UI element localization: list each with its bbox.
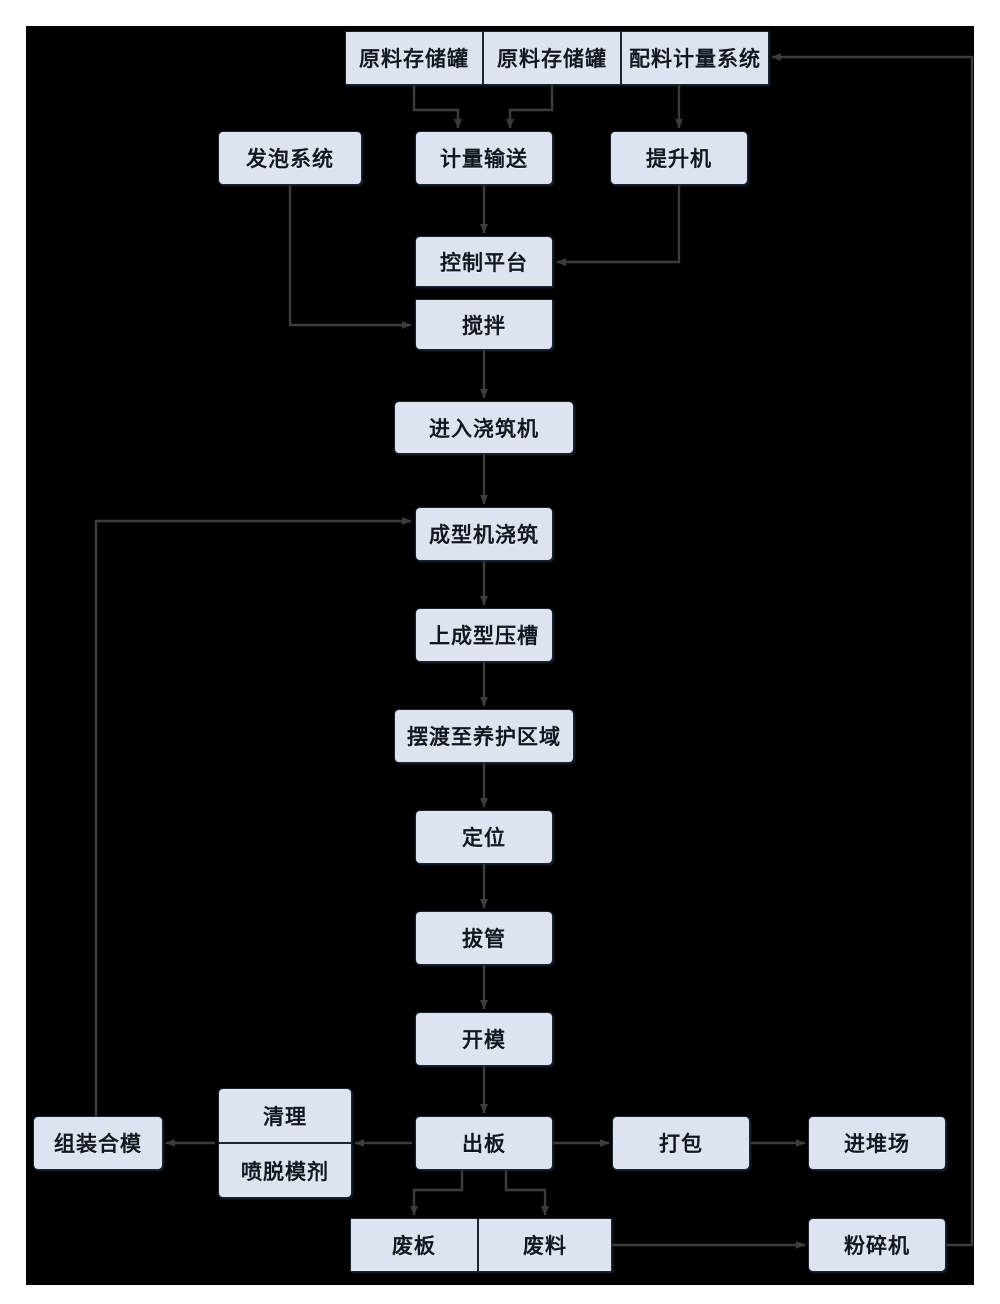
node-raw-material-tank-2[interactable]: 原料存储罐: [483, 31, 621, 85]
node-label: 发泡系统: [246, 147, 334, 171]
node-packing[interactable]: 打包: [612, 1116, 750, 1170]
node-label: 搅拌: [462, 313, 506, 338]
node-control-platform[interactable]: 控制平台: [415, 236, 553, 287]
node-upper-forming-groove-press[interactable]: 上成型压槽: [415, 608, 553, 662]
node-label: 拔管: [462, 927, 506, 951]
node-label: 原料存储罐: [359, 47, 469, 71]
node-batching-metering-system[interactable]: 配料计量系统: [621, 31, 769, 85]
node-label: 喷脱模剂: [241, 1159, 329, 1184]
node-label: 废板: [392, 1234, 436, 1258]
node-label: 提升机: [646, 147, 712, 171]
node-label: 成型机浇筑: [429, 523, 539, 547]
node-enter-stockyard[interactable]: 进堆场: [808, 1116, 946, 1170]
node-raw-material-tank-1[interactable]: 原料存储罐: [345, 31, 483, 85]
node-label: 组装合模: [54, 1132, 142, 1156]
node-label: 出板: [462, 1132, 506, 1156]
node-demolding[interactable]: 开模: [415, 1012, 553, 1066]
node-waste-material[interactable]: 废料: [478, 1218, 612, 1272]
node-forming-machine-casting[interactable]: 成型机浇筑: [415, 507, 553, 561]
node-label: 控制平台: [440, 250, 528, 275]
node-assemble-mold[interactable]: 组装合模: [33, 1116, 163, 1170]
node-label: 定位: [462, 826, 506, 850]
node-enter-casting-machine[interactable]: 进入浇筑机: [394, 401, 574, 454]
node-elevator[interactable]: 提升机: [610, 131, 748, 185]
node-spray-release-agent[interactable]: 喷脱模剂: [218, 1143, 352, 1198]
node-label: 上成型压槽: [429, 624, 539, 648]
node-board-output[interactable]: 出板: [415, 1116, 553, 1170]
node-foaming-system[interactable]: 发泡系统: [218, 131, 362, 185]
node-pipe-pulling[interactable]: 拔管: [415, 911, 553, 965]
node-label: 原料存储罐: [497, 47, 607, 71]
node-label: 配料计量系统: [629, 47, 761, 71]
node-label: 打包: [659, 1132, 703, 1156]
node-crusher[interactable]: 粉碎机: [808, 1218, 946, 1272]
node-label: 清理: [263, 1104, 307, 1129]
node-label: 开模: [462, 1028, 506, 1052]
node-label: 粉碎机: [844, 1234, 910, 1258]
node-mixing[interactable]: 搅拌: [415, 299, 553, 350]
node-waste-board[interactable]: 废板: [350, 1218, 478, 1272]
node-label: 摆渡至养护区域: [407, 725, 561, 749]
node-positioning[interactable]: 定位: [415, 810, 553, 864]
node-cleaning[interactable]: 清理: [218, 1088, 352, 1143]
node-label: 进堆场: [844, 1132, 910, 1156]
node-label: 废料: [523, 1234, 567, 1258]
node-metering-conveying[interactable]: 计量输送: [415, 131, 553, 185]
node-label: 进入浇筑机: [429, 416, 539, 441]
node-ferry-to-curing-area[interactable]: 摆渡至养护区域: [394, 709, 574, 763]
node-label: 计量输送: [440, 147, 528, 171]
